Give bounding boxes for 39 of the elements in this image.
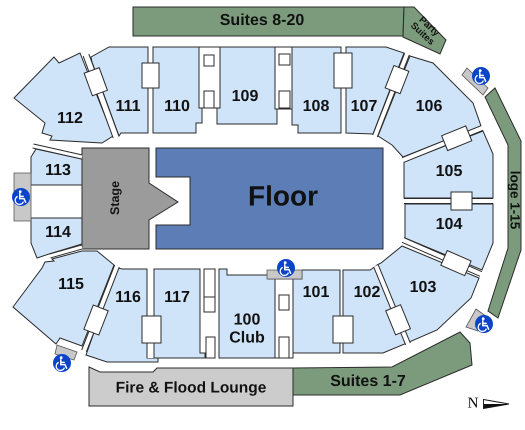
section-number: 108	[302, 98, 330, 116]
seating-section	[30, 217, 83, 259]
suite-label: loge 1-15	[506, 170, 522, 230]
seating-section	[292, 269, 341, 354]
section-number: 107	[350, 98, 378, 116]
section-number: 114	[45, 224, 71, 242]
seating-section	[291, 46, 342, 134]
section-number: 116	[115, 289, 141, 307]
suite-block	[292, 331, 473, 396]
seating-section	[152, 46, 203, 134]
stage-label: Stage	[109, 180, 123, 216]
section-number: 105	[436, 163, 462, 181]
section-number: 101	[302, 284, 330, 302]
seating-section	[153, 268, 206, 359]
section-number: 111	[116, 98, 140, 116]
seating-section	[218, 268, 276, 359]
seating-section	[216, 46, 278, 125]
section-number: 112	[57, 110, 83, 128]
stage-area	[81, 147, 179, 250]
section-number: 104	[436, 216, 462, 234]
suite-block	[402, 6, 447, 55]
lounge-area	[88, 366, 294, 407]
section-number: 113	[45, 162, 71, 180]
floor-label: Floor	[248, 182, 318, 212]
section-number: 100 Club	[229, 311, 265, 347]
section-number: 110	[164, 98, 190, 116]
floor-area	[155, 147, 384, 250]
section-number: 115	[58, 276, 84, 294]
section-number: 103	[410, 279, 436, 297]
section-number: 117	[164, 289, 190, 307]
lounge-label: Fire & Flood Lounge	[116, 379, 266, 397]
suite-label: Suites 8-20	[220, 12, 304, 30]
seating-section	[13, 52, 114, 144]
suite-block	[484, 87, 522, 319]
section-number: 102	[354, 284, 380, 302]
section-number: 109	[232, 88, 258, 106]
compass-label: N	[468, 396, 478, 412]
suite-label: Suites 1-7	[330, 373, 406, 391]
section-number: 106	[416, 98, 442, 116]
